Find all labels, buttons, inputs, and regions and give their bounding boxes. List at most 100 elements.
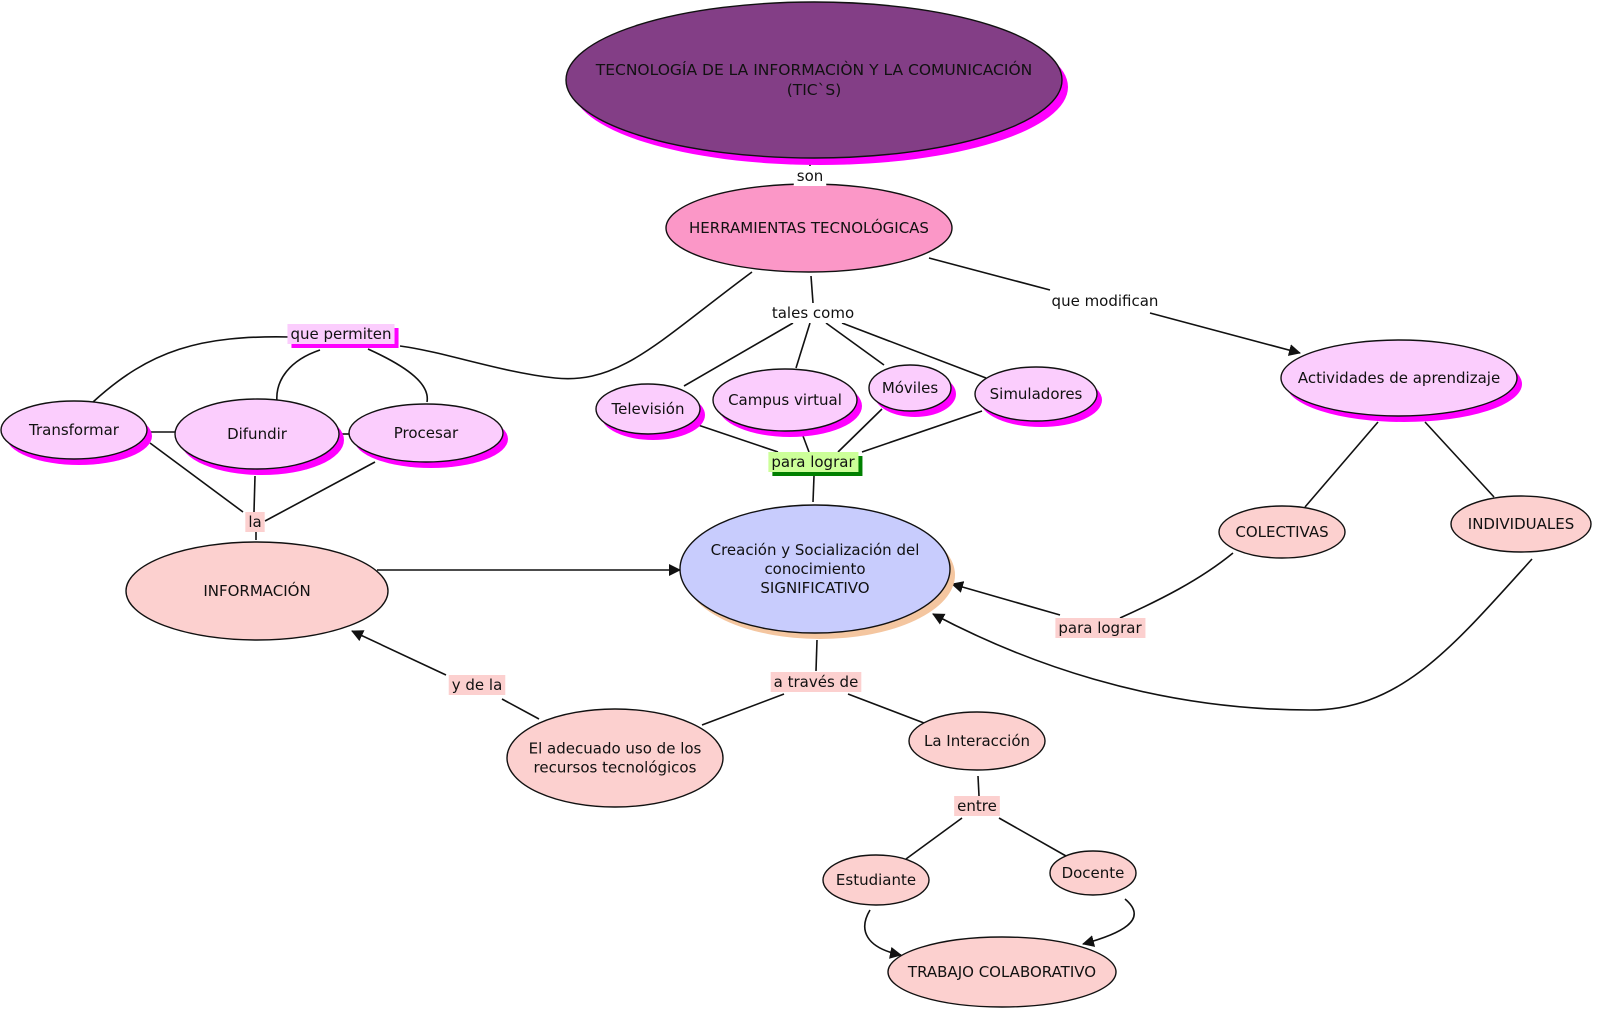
node-shape [974, 366, 1098, 422]
node-label: Difundir [227, 425, 288, 443]
link-background [287, 324, 395, 344]
link-la[interactable]: la [245, 512, 265, 532]
node-shape [174, 398, 340, 470]
link-label: la [248, 513, 261, 531]
concept-informacion[interactable]: INFORMACIÓN [125, 541, 389, 641]
node-label: El adecuado uso de los [529, 739, 702, 757]
link-background [768, 303, 858, 323]
node-label: TECNOLOGÍA DE LA INFORMACIÒN Y LA COMUNI… [595, 60, 1033, 79]
node-label: COLECTIVAS [1235, 523, 1328, 541]
concept-colectivas[interactable]: COLECTIVAS [1218, 505, 1346, 559]
node-label: Creación y Socialización del [711, 541, 920, 559]
node-label: Simuladores [990, 385, 1083, 403]
node-shape [565, 1, 1063, 159]
concept-transformar[interactable]: Transformar [0, 400, 152, 465]
node-label: INFORMACIÓN [203, 581, 310, 600]
link-tales-como[interactable]: tales como [768, 303, 858, 323]
node-label: SIGNIFICATIVO [760, 579, 869, 597]
connector-docente-trabajo [1082, 898, 1135, 947]
concept-difundir[interactable]: Difundir [174, 398, 344, 475]
concept-actividades-de-aprendizaje[interactable]: Actividades de aprendizaje [1280, 339, 1522, 422]
node-label: Docente [1062, 864, 1125, 882]
node-shape [887, 936, 1117, 1008]
connector-tales-como-television [683, 322, 794, 387]
concept-estudiante[interactable]: Estudiante [822, 854, 930, 906]
connector-actividades-colectivas [1304, 421, 1379, 508]
node-shape [712, 368, 858, 432]
concept-docente[interactable]: Docente [1049, 850, 1137, 896]
connector-actividades-individuales [1424, 421, 1495, 498]
connector-interaccion-entre [977, 775, 980, 797]
concept-individuales[interactable]: INDIVIDUALES [1450, 495, 1592, 553]
link-y-de-la[interactable]: y de la [448, 675, 506, 695]
link-a-traves-de[interactable]: a través de [770, 672, 862, 692]
connector-simuladores-para-lograr [861, 410, 983, 453]
link-entre[interactable]: entre [954, 796, 1000, 816]
link-label: entre [957, 797, 997, 815]
connector-adecuado-y-de-la [501, 698, 540, 720]
node-shape [1450, 495, 1592, 553]
node-label: Móviles [882, 379, 939, 397]
link-para-lograr-right[interactable]: para lograr [1055, 618, 1146, 638]
link-label: son [797, 167, 824, 185]
connector-creacion-a-traves-de [815, 639, 818, 672]
link-label: a través de [774, 673, 859, 691]
link-background [448, 675, 506, 695]
node-shape [908, 711, 1046, 771]
link-para-lograr-top[interactable]: para lograr [768, 452, 863, 476]
node-shape [1049, 850, 1137, 896]
node-label: Transformar [28, 421, 120, 439]
node-shape [1218, 505, 1346, 559]
node-label: Televisión [611, 400, 685, 418]
node-label: La Interacción [924, 732, 1030, 750]
concept-campus-virtual[interactable]: Campus virtual [712, 368, 862, 437]
link-que-modifican[interactable]: que modifican [1048, 291, 1162, 311]
node-label: TRABAJO COLABORATIVO [907, 963, 1096, 981]
concept-creacion-socializacion[interactable]: Creación y Socialización delconocimiento… [679, 504, 955, 639]
node-label: Procesar [394, 424, 459, 442]
link-background [768, 452, 859, 472]
node-shape [595, 383, 701, 435]
concept-procesar[interactable]: Procesar [348, 403, 508, 468]
connector-que-modifican-actividades [1149, 312, 1301, 356]
connector-difundir-la [253, 475, 256, 513]
node-label: INDIVIDUALES [1468, 515, 1574, 533]
connector-entre-estudiante [905, 817, 963, 860]
node-shape [868, 364, 952, 412]
link-label: y de la [452, 676, 503, 694]
node-shape [1280, 339, 1518, 417]
connector-a-traves-de-adecuado [701, 693, 785, 726]
link-background [245, 512, 265, 532]
link-son[interactable]: son [793, 166, 827, 186]
node-label: (TIC`S) [787, 81, 842, 99]
concept-trabajo-colaborativo[interactable]: TRABAJO COLABORATIVO [887, 936, 1117, 1008]
connector-herramientas-que-permiten [399, 271, 753, 380]
connector-que-permiten-procesar [367, 348, 429, 403]
node-shape [0, 400, 148, 460]
connector-moviles-para-lograr [837, 408, 883, 453]
link-background [793, 166, 827, 186]
connector-individuales-creacion [932, 558, 1533, 711]
link-background [1055, 618, 1146, 638]
concept-simuladores[interactable]: Simuladores [974, 366, 1102, 427]
link-que-permiten[interactable]: que permiten [287, 324, 399, 348]
connector-transformar-la [149, 442, 244, 513]
connector-estudiante-trabajo [864, 909, 902, 959]
concept-herramientas-tecnologicas[interactable]: HERRAMIENTAS TECNOLÓGICAS [665, 183, 953, 273]
link-label: tales como [772, 304, 854, 322]
link-label: que permiten [290, 325, 391, 343]
link-label: para lograr [771, 453, 855, 471]
concept-television[interactable]: Televisión [595, 383, 705, 440]
concept-la-interaccion[interactable]: La Interacción [908, 711, 1046, 771]
linking-phrases: son tales como que modifican que permite… [245, 166, 1162, 816]
node-label: conocimiento [764, 560, 865, 578]
node-shape [125, 541, 389, 641]
concept-moviles[interactable]: Móviles [868, 364, 956, 417]
concept-tics[interactable]: TECNOLOGÍA DE LA INFORMACIÒN Y LA COMUNI… [565, 1, 1068, 165]
connector-para-lograr-creacion [812, 475, 815, 503]
connector-para-lograr-creacion-right [951, 581, 1061, 616]
connector-campus-para-lograr [802, 435, 810, 453]
